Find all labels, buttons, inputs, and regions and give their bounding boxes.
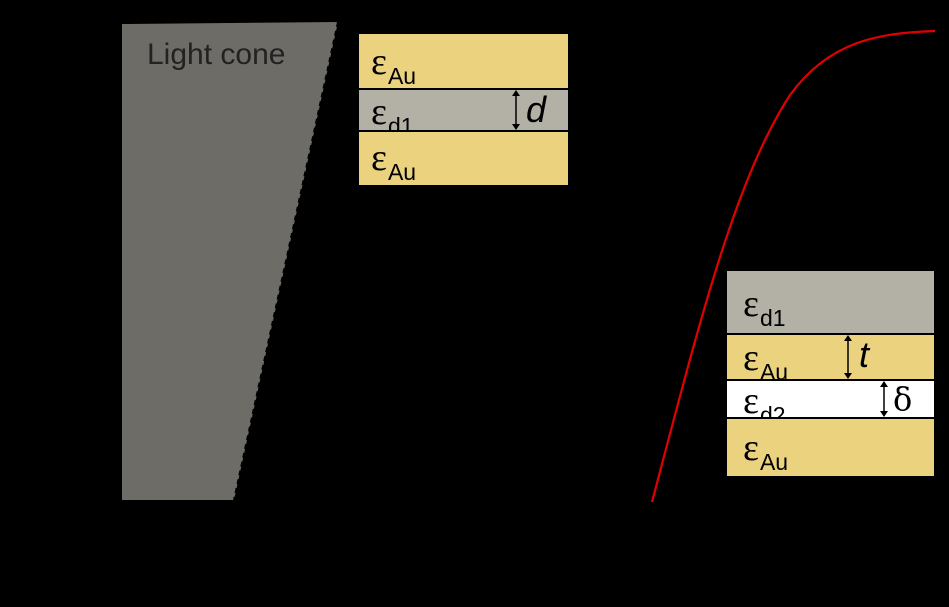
eps-label: εAu xyxy=(371,137,417,186)
layer-dielectric-d1: εd1 xyxy=(726,270,935,334)
thickness-label-delta: δ xyxy=(893,380,913,418)
eps-label: εAu xyxy=(371,41,417,90)
thickness-arrow-icon xyxy=(844,335,852,379)
thickness-label-t: t xyxy=(859,334,870,375)
thickness-arrow-icon xyxy=(880,381,888,417)
eps-label: εd1 xyxy=(743,283,786,332)
light-line xyxy=(233,21,339,501)
eps-label: εAu xyxy=(743,427,789,476)
thickness-arrow-icon xyxy=(512,90,520,130)
layer-gold-bottom: εAu xyxy=(358,131,569,186)
thickness-label-d: d xyxy=(526,89,547,130)
dispersion-curve xyxy=(650,29,936,503)
light-cone-region xyxy=(122,22,338,500)
layer-gold-film: εAu xyxy=(726,334,935,384)
layer-gold-top: εAu xyxy=(358,33,569,89)
layer-dielectric-d1: εd1 xyxy=(358,89,569,138)
light-cone-label: Light cone xyxy=(147,38,286,71)
layer-gap-d2: εd2 xyxy=(726,380,935,427)
eps-label: εAu xyxy=(743,337,789,386)
layer-gold-substrate: εAu xyxy=(726,418,935,477)
